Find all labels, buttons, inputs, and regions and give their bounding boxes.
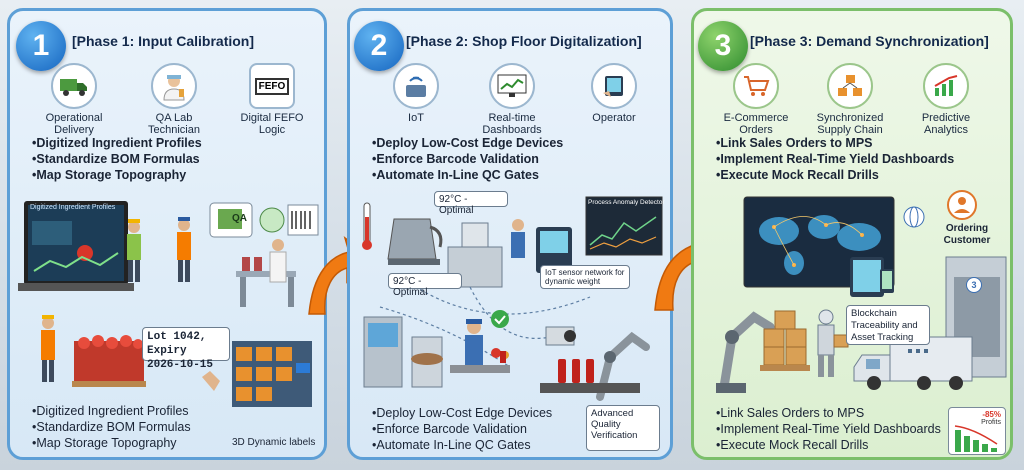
synchronized-supply-chain-label: Synchronized Supply Chain — [816, 112, 884, 136]
temperature-bottom-label: 92°C - Optimal — [388, 273, 462, 298]
phase-3-bottom-bullet-list: Link Sales Orders to MPS Implement Real-… — [716, 405, 941, 453]
fefo-tablet-icon: FEFO — [249, 63, 295, 109]
loading-dock-number: 3 — [966, 277, 982, 293]
supply-chain-boxes-icon — [827, 63, 873, 109]
phase-3-bullet-list: Link Sales Orders to MPS Implement Real-… — [716, 135, 954, 183]
qa-lab-technician-label: QA Lab Technician — [148, 112, 200, 136]
phase-3-distribution-scene — [716, 190, 1007, 393]
operator-item: Operator — [574, 63, 654, 124]
phase-1-bottom-bullet-list: Digitized Ingredient Profiles Standardiz… — [32, 403, 191, 451]
quality-verification-note: Advanced Quality Verification — [586, 405, 660, 451]
anomaly-detector-title: Process Anomaly Detector — [588, 199, 665, 206]
lab-technician-icon — [151, 63, 197, 109]
bullet-item: Execute Mock Recall Drills — [716, 437, 941, 453]
bullet-item: Execute Mock Recall Drills — [716, 167, 954, 183]
phase-3-number-badge: 3 — [698, 21, 748, 71]
profit-change-value: -85% — [982, 410, 1001, 419]
operator-tablet-icon — [591, 63, 637, 109]
profit-label: Profits — [981, 419, 1001, 426]
predictive-analytics-label: Predictive Analytics — [921, 112, 971, 136]
bullet-item: Enforce Barcode Validation — [372, 151, 563, 167]
phase-3-panel: 3 [Phase 3: Demand Synchronization] E-Co… — [691, 8, 1013, 460]
real-time-dashboards-label: Real-time Dashboards — [482, 112, 542, 136]
operator-label: Operator — [592, 112, 636, 124]
bullet-item: Deploy Low-Cost Edge Devices — [372, 405, 552, 421]
bullet-item: Standardize BOM Formulas — [32, 419, 190, 435]
shopping-cart-icon — [733, 63, 779, 109]
bullet-item: Deploy Low-Cost Edge Devices — [372, 135, 563, 151]
operational-delivery-item: Operational Delivery — [34, 63, 114, 136]
temperature-top-label: 92°C - Optimal — [434, 191, 508, 216]
phase-1-panel: 1 [Phase 1: Input Calibration] Operation… — [7, 8, 327, 460]
operational-delivery-label: Operational Delivery — [45, 112, 103, 136]
profits-mini-chart: -85% Profits — [948, 407, 1006, 455]
qa-lab-technician-item: QA Lab Technician — [134, 63, 214, 136]
profit-bars — [954, 425, 998, 452]
bullet-item: Link Sales Orders to MPS — [716, 405, 941, 421]
e-commerce-orders-item: E-Commerce Orders — [716, 63, 796, 136]
phase-2-bottom-bullet-list: Deploy Low-Cost Edge Devices Enforce Bar… — [372, 405, 552, 453]
iot-item: IoT — [376, 63, 456, 124]
phase-1-bullet-list: Digitized Ingredient Profiles Standardiz… — [32, 135, 202, 183]
delivery-truck-icon — [51, 63, 97, 109]
predictive-analytics-item: Predictive Analytics — [906, 63, 986, 136]
real-time-dashboards-item: Real-time Dashboards — [472, 63, 552, 136]
iot-sensor-icon — [393, 63, 439, 109]
bullet-item: Implement Real-Time Yield Dashboards — [716, 151, 954, 167]
analytics-chart-icon — [923, 63, 969, 109]
phase-1-number-badge: 1 — [16, 21, 66, 71]
blockchain-traceability-note: Blockchain Traceability and Asset Tracki… — [846, 305, 930, 345]
digital-fefo-item: FEFO Digital FEFO Logic — [232, 63, 312, 136]
synchronized-supply-chain-item: Synchronized Supply Chain — [810, 63, 890, 136]
qa-badge: QA — [232, 213, 247, 224]
phase-2-bullet-list: Deploy Low-Cost Edge Devices Enforce Bar… — [372, 135, 563, 183]
phase-2-shop-floor-scene — [362, 196, 663, 401]
bullet-item: Map Storage Topography — [32, 435, 191, 451]
lot-expiry-label: Lot 1042, Expiry 2026-10-15 — [142, 327, 230, 371]
bullet-item: Map Storage Topography — [32, 167, 202, 183]
pointing-hand-icon — [202, 371, 220, 391]
e-commerce-orders-label: E-Commerce Orders — [723, 112, 789, 136]
ordering-customer-label: Ordering Customer — [943, 223, 991, 246]
bullet-item: Implement Real-Time Yield Dashboards — [716, 421, 940, 437]
bullet-item: Link Sales Orders to MPS — [716, 135, 954, 151]
phase-2-title: [Phase 2: Shop Floor Digitalization] — [406, 33, 642, 49]
phase-1-warehouse-scene — [18, 201, 319, 407]
bullet-item: Digitized Ingredient Profiles — [32, 135, 201, 151]
phase-2-number-badge: 2 — [354, 21, 404, 71]
phase-3-title: [Phase 3: Demand Synchronization] — [750, 33, 989, 49]
monitor-screen-title: Digitized Ingredient Profiles — [30, 204, 116, 211]
bullet-item: Enforce Barcode Validation — [372, 421, 552, 437]
bullet-item: Standardize BOM Formulas — [32, 151, 202, 167]
bullet-item: Automate In-Line QC Gates — [372, 437, 552, 453]
digital-fefo-label: Digital FEFO Logic — [240, 112, 304, 136]
sensor-network-note: IoT sensor network for dynamic weight — [540, 265, 630, 289]
iot-label: IoT — [408, 112, 424, 124]
dashboard-chart-icon — [489, 63, 535, 109]
phase-2-panel: 2 [Phase 2: Shop Floor Digitalization] I… — [347, 8, 673, 460]
bullet-item: Automate In-Line QC Gates — [372, 167, 563, 183]
phase-1-title: [Phase 1: Input Calibration] — [72, 33, 255, 49]
dynamic-labels-caption: 3D Dynamic labels — [232, 437, 316, 448]
bullet-item: Digitized Ingredient Profiles — [32, 403, 191, 419]
